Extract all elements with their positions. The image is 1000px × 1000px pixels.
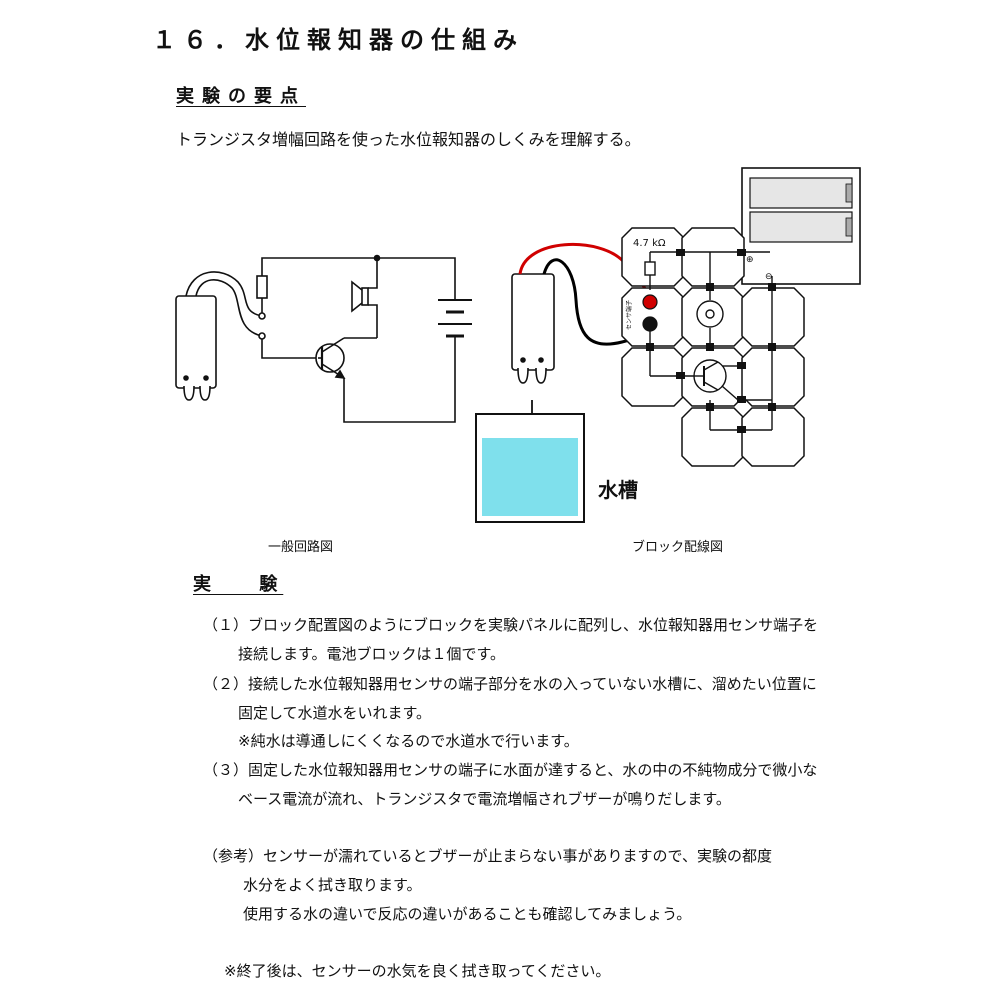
reference-line-1: （参考）センサーが濡れているとブザーが止まらない事がありますので、実験の都度	[203, 847, 772, 865]
block-resistor	[644, 261, 656, 276]
reference-line-3: 使用する水の違いで反応の違いがあることも確認してみましょう。	[243, 905, 692, 923]
caption-block-wiring: ブロック配線図	[632, 540, 724, 555]
resistor-value-label: 4.7 kΩ	[633, 238, 666, 249]
step-3-line-2: ベース電流が流れ、トランジスタで電流増幅されブザーが鳴りだします。	[238, 790, 731, 808]
general-circuit-diagram	[175, 254, 472, 423]
water	[482, 438, 578, 516]
step-3-line-1: （３）固定した水位報知器用センサの端子に水面が達すると、水の中の不純物成分で微小…	[203, 761, 818, 779]
sensor-probe-body	[175, 295, 217, 389]
plus-terminal-label: ⊕	[746, 255, 754, 265]
block-wiring-diagram: 4.7 kΩ センサ端子 ⊕ ⊖	[475, 167, 861, 523]
block-sensor-probe	[511, 273, 555, 371]
resistor-symbol	[256, 275, 268, 299]
section-heading-points: 実験の要点	[176, 86, 306, 107]
step-2-line-2: 固定して水道水をいれます。	[238, 704, 432, 722]
reference-line-2: 水分をよく拭き取ります。	[243, 876, 422, 894]
section-heading-experiment: 実 験	[193, 574, 284, 595]
sensor-block-label: センサ端子	[625, 300, 633, 330]
intro-text: トランジスタ増幅回路を使った水位報知器のしくみを理解する。	[176, 130, 641, 149]
step-1-line-1: （１）ブロック配置図のようにブロックを実験パネルに配列し、水位報知器用センサ端子…	[203, 616, 819, 634]
buzzer-symbol	[361, 287, 369, 306]
circuit-figures: 4.7 kΩ センサ端子 ⊕ ⊖	[175, 167, 861, 523]
step-2-note: ※純水は導通しにくくなるので水道水で行います。	[238, 732, 579, 750]
tank-label: 水槽	[598, 478, 638, 502]
minus-terminal-label: ⊖	[765, 272, 773, 282]
black-terminal	[642, 316, 658, 332]
step-2-line-1: （２）接続した水位報知器用センサの端子部分を水の入っていない水槽に、溜めたい位置…	[203, 675, 817, 693]
closing-note: ※終了後は、センサーの水気を良く拭き取ってください。	[224, 962, 611, 980]
page-title: １６．水位報知器の仕組み	[152, 26, 524, 54]
caption-general-circuit: 一般回路図	[268, 540, 334, 555]
battery-holder-block	[741, 167, 861, 285]
red-terminal	[642, 294, 658, 310]
step-1-line-2: 接続します。電池ブロックは１個です。	[238, 645, 506, 663]
